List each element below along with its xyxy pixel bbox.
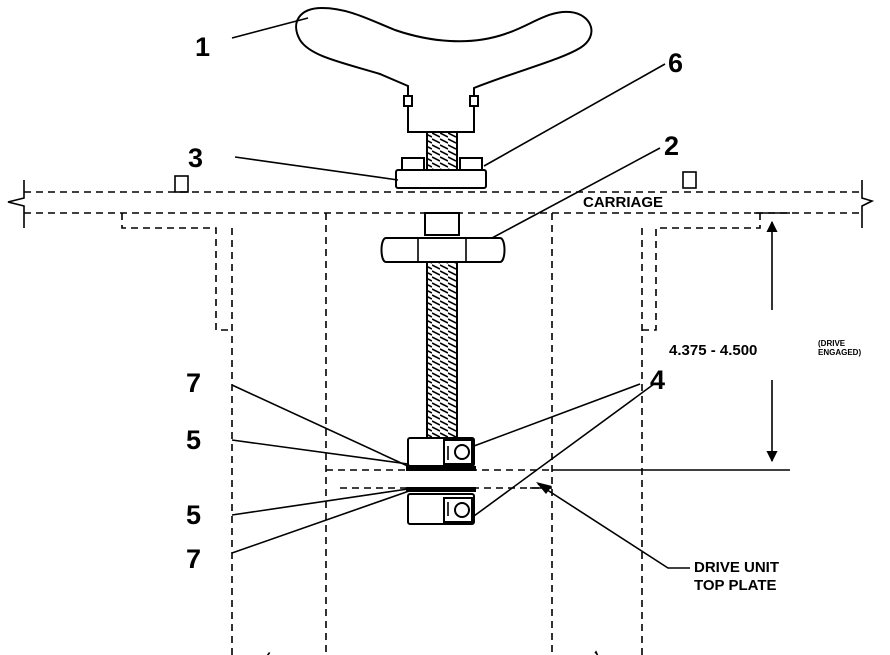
callout-2: 2 xyxy=(664,131,679,161)
drive-unit-arrowhead xyxy=(536,482,552,494)
callout-3: 3 xyxy=(188,143,203,173)
callout-5-upper: 5 xyxy=(186,425,201,455)
dimension-value: 4.375 - 4.500 xyxy=(669,342,757,359)
dimension-note-line2: ENGAGED) xyxy=(818,348,861,357)
callout-4: 4 xyxy=(650,365,665,395)
callout-6: 6 xyxy=(668,48,683,78)
carriage-label: CARRIAGE xyxy=(583,194,663,211)
leader-lines xyxy=(231,17,690,569)
threaded-rod-upper xyxy=(426,131,458,173)
lower-collar xyxy=(406,487,476,525)
t-handle xyxy=(295,6,593,133)
callout-7-lower: 7 xyxy=(186,544,201,574)
top-nut-assembly xyxy=(395,157,487,189)
carriage-beam xyxy=(7,171,875,228)
dimension-line xyxy=(552,212,790,471)
dimension-note-line1: (DRIVE xyxy=(818,339,846,348)
drive-unit-label-line1: DRIVE UNIT xyxy=(694,559,779,576)
upper-collar xyxy=(406,437,476,471)
callout-1: 1 xyxy=(195,32,210,62)
drive-unit-label-line2: TOP PLATE xyxy=(694,577,777,594)
jam-nut xyxy=(380,237,506,263)
callout-5-lower: 5 xyxy=(186,500,201,530)
callout-7-upper: 7 xyxy=(186,368,201,398)
shank xyxy=(424,212,460,236)
threaded-rod-lower xyxy=(426,261,458,439)
